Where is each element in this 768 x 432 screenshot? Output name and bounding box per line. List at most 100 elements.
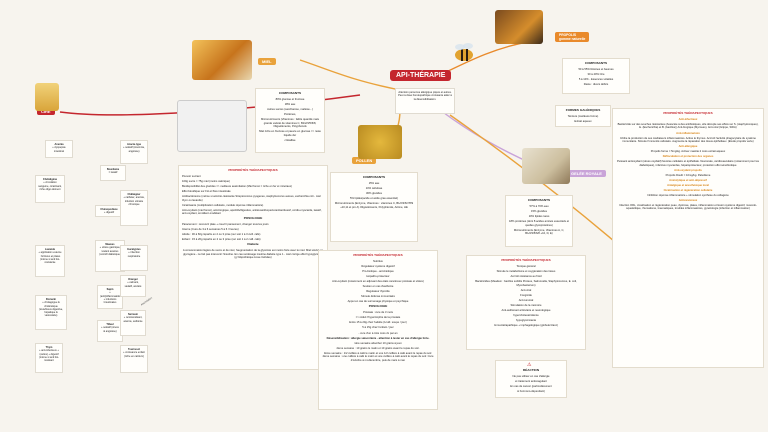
list-item: 15% glucides xyxy=(531,210,547,213)
main-title: API-THÉRAPIE xyxy=(390,70,452,81)
section-heading: Anti-infectieux xyxy=(678,117,698,121)
cire-item-name: Anemia xyxy=(54,143,64,146)
cire-item-text: + calmant, sédatif, anxiété xyxy=(124,281,142,288)
cire-item: Thym+ anti-infectieux + (variés) + diges… xyxy=(35,343,63,373)
list-item: Miel riche en fructose et pauvre en gluc… xyxy=(259,130,321,137)
branch-gelee: GELÉE ROYALE xyxy=(567,170,606,177)
cire-item-name: Eucalyptus xyxy=(127,248,141,251)
pollen-posologie-list: Prostate : cure de 3 mois=> réduit l'hyp… xyxy=(322,311,434,335)
section-heading: Anti-inflammatoire xyxy=(676,131,700,135)
formes-galeniques: FORMES GALÉNIQUES Teinture (meilleure fo… xyxy=(555,105,611,127)
list-item: Bactéricides (Meadem : bacillus subtilis… xyxy=(475,280,577,287)
list-item: 10% lipides rares xyxy=(528,215,550,219)
section-heading: Défloculation et protection des organes xyxy=(662,155,714,159)
list-item: 2ème semaine : 10 grains le matin et 10 … xyxy=(336,346,420,350)
list-item: Protéines, xyxy=(283,113,297,117)
cire-item: Chénopodiace+ digestif xyxy=(95,205,123,217)
branch-miel: MIEL xyxy=(258,58,276,65)
cire-item-name: Acacia-type xyxy=(126,143,142,146)
list-item: Anti-oxydant (miel foncé), anti-fongique… xyxy=(182,208,322,216)
miel-posologie-list: Paracement : recouvrir plaie + couvrir p… xyxy=(182,223,324,242)
cire-item-name: Romarin xyxy=(45,298,57,301)
list-item: Régulateur système digestif xyxy=(361,265,395,268)
cire-item: Romarin+ cholagogue & cholérétique (tous… xyxy=(35,295,67,330)
list-item: 10% cellulose xyxy=(365,187,383,190)
cire-item: Sapin+ (anti)inflammatoire + infections … xyxy=(97,285,123,309)
bee-icon xyxy=(455,43,473,61)
section-text: Puissant antioxydant (stress oxydatif) f… xyxy=(616,160,760,167)
connector-miel xyxy=(299,59,401,91)
section-heading: Cicatrisation et régénération cellulaire xyxy=(663,188,713,192)
propolis-photo xyxy=(495,10,543,44)
cire-item: Oranger+ calmant, sédatif, anxiété xyxy=(120,275,146,297)
list-item: => réduit l'hypertrophie de la prostate xyxy=(355,316,401,320)
list-item: Fongicide xyxy=(520,293,532,297)
pollen-photo xyxy=(358,125,402,159)
cire-item: Eucalyptus+ infection respiratoire xyxy=(120,245,148,271)
section-text: Inhibe la production de ses médiateurs i… xyxy=(620,136,756,143)
cire-item-text: + ulcère gastrique, toulant acacius (con… xyxy=(99,246,121,256)
list-item: Anti-viral xyxy=(520,288,532,292)
cire-item-text: + dyspepsie intestinal xyxy=(52,146,66,153)
gelee-proprietes: PROPRIÉTÉS THÉRAPEUTIQUES Tonique généra… xyxy=(466,255,586,350)
miel-proprietes: PROPRIÉTÉS THÉRAPEUTIQUES Pouvoir sucran… xyxy=(178,165,328,370)
list-item: 15% eau xyxy=(368,181,380,185)
cire-item-text: + cholagogue & cholérétique (tous/tissus… xyxy=(39,301,63,318)
cire-item-text: + anti-infectieux + (variés) + digestif … xyxy=(39,349,59,362)
cire-item-text: + sédatif (stress & angoisse) xyxy=(101,326,119,333)
list-item: Anti-oxydant (notamment en adjuvant des … xyxy=(332,280,424,284)
cire-item-name: Lavande xyxy=(44,248,56,251)
list-item: Stimule défense immunitaire xyxy=(361,295,395,299)
list-item: Cicatrisante (multiplication cellulaire,… xyxy=(182,203,264,207)
cire-item: Bourdaine= laxatif xyxy=(100,165,126,181)
list-item: Interne (Cure de 3 à 6 semaines 5 à 6 / … xyxy=(182,228,239,232)
cire-item-name: Thym xyxy=(45,346,53,349)
list-item: Hépatho-protecteur xyxy=(366,275,390,279)
list-item: 18% protéines (dont 8 acides aminés esse… xyxy=(509,220,569,227)
list-item: 1ère semaine absorber 10 grains à jeun xyxy=(354,341,402,345)
cire-item-text: + reminéralisant, anémie, asthénie xyxy=(123,316,143,323)
table-image xyxy=(177,100,247,152)
list-item: Extrait aqueux xyxy=(574,120,592,123)
list-item: 30% glucides xyxy=(366,192,382,196)
list-item: Pouvoir sucrant xyxy=(182,174,201,178)
list-item: Entre 15 à 20g chez l'adulte (1cuill. so… xyxy=(349,321,407,325)
section-heading: Anxiolytique et anti-dépressif xyxy=(669,178,707,182)
list-item: Antibactérienne (même si anti-bio-résist… xyxy=(182,195,321,202)
candles-photo xyxy=(35,83,59,111)
section-heading: Anticancéreux xyxy=(678,198,698,202)
list-item: 100g sucre = 75g miel (moins calorique) xyxy=(182,180,230,183)
list-item: cristallise xyxy=(284,138,296,142)
reaction-box: ⚠ RÉACTION Ne pas utiliser en cas d'alle… xyxy=(495,360,567,398)
cire-item-text: + application externe : brûlures et plai… xyxy=(38,251,62,264)
section-heading: Anti-allergique xyxy=(678,145,698,149)
cire-item: Châtaigner+ cathéter, anémie, infection … xyxy=(120,190,148,226)
list-item: Stimule le métabolisme et oxygénation de… xyxy=(496,270,556,273)
cire-item-text: + infection respiratoire xyxy=(127,251,141,258)
list-item: Teinture (meilleure forme) xyxy=(567,114,599,118)
cire-item-text: + cathéter, anémie, infection urinaire c… xyxy=(123,196,145,206)
cire-item-text: = laxatif xyxy=(108,171,118,175)
branch-propolis: PROPOLIS gomme naturelle xyxy=(555,32,590,42)
list-item: Ne pas utiliser en cas d'allergie xyxy=(512,374,550,378)
section-heading: Anti-oxydant propolis xyxy=(674,168,702,172)
list-item: Soutien en cas d'asthénie xyxy=(362,285,394,289)
list-item: 3ème semaine : 1/2 cuillère à café le ma… xyxy=(322,351,434,362)
section-text: Inhibition réponse inflammatoire + stimu… xyxy=(647,193,729,197)
cire-item-name: Tournesol xyxy=(128,348,140,351)
list-item: Autres sucres (saccharose, maltose...) xyxy=(267,108,313,112)
miel-props-list: Pouvoir sucrant 100g sucre = 75g miel (mo… xyxy=(182,175,324,216)
cire-item-name: Bourdaine xyxy=(106,168,120,171)
cire-item: Anemia+ dyspepsie intestinal xyxy=(45,140,73,158)
cire-item-text: + croissance enfant (riche en calcium) xyxy=(123,351,145,358)
list-item: hypercholestérolémie xyxy=(513,313,539,317)
